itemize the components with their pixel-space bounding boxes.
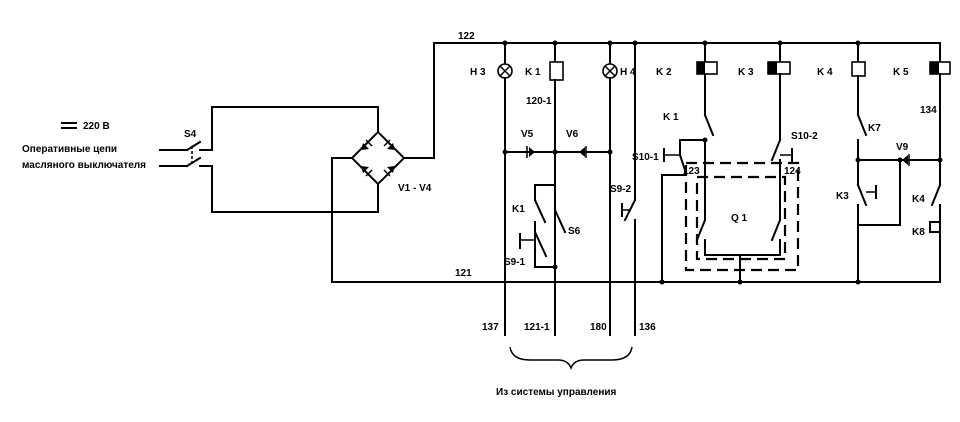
k7-label: K7 bbox=[868, 123, 881, 134]
bridge-rectifier bbox=[350, 130, 406, 186]
k1-contact-label: K1 bbox=[512, 204, 525, 215]
node-180: 180 bbox=[590, 322, 607, 333]
k1-contact-mid-label: K 1 bbox=[663, 112, 679, 123]
h4-label: H 4 bbox=[620, 67, 636, 78]
switch-s4 bbox=[159, 140, 213, 168]
s10-2-label: S10-2 bbox=[791, 131, 818, 142]
power-source-symbol bbox=[61, 122, 77, 129]
k3-coil-label: K 3 bbox=[738, 67, 754, 78]
node-137: 137 bbox=[482, 322, 499, 333]
k2-coil-label: K 2 bbox=[656, 67, 672, 78]
branch-h3 bbox=[497, 40, 513, 336]
node-136: 136 bbox=[639, 322, 656, 333]
input-wires bbox=[211, 106, 379, 213]
branch-k5 bbox=[929, 42, 951, 283]
k8-label: K8 bbox=[912, 227, 925, 238]
k3-k8-link bbox=[857, 159, 901, 226]
node-123: 123 bbox=[683, 166, 700, 177]
s10-switches bbox=[659, 139, 793, 285]
node-122: 122 bbox=[458, 31, 475, 42]
q1-breaker bbox=[684, 161, 800, 285]
h3-label: H 3 bbox=[470, 67, 486, 78]
branch-k2 bbox=[695, 40, 718, 256]
branch-s9-2 bbox=[621, 40, 638, 336]
node-120-1: 120-1 bbox=[526, 96, 552, 107]
k5-coil-label: K 5 bbox=[893, 67, 909, 78]
k1-s6-block bbox=[519, 184, 567, 268]
node-121-1: 121-1 bbox=[524, 322, 550, 333]
diode-row bbox=[504, 146, 613, 158]
k4-coil-label: K 4 bbox=[817, 67, 833, 78]
branch-k1 bbox=[549, 40, 564, 336]
s4-label: S4 bbox=[184, 129, 197, 140]
voltage-label: 220 В bbox=[83, 121, 110, 132]
branch-k4 bbox=[851, 40, 877, 285]
s10-1-label: S10-1 bbox=[632, 152, 659, 163]
bridge-label: V1 - V4 bbox=[398, 183, 432, 194]
curly-brace bbox=[509, 346, 633, 371]
v5-label: V5 bbox=[521, 129, 534, 140]
q1-label: Q 1 bbox=[731, 213, 748, 224]
s6-label: S6 bbox=[568, 226, 581, 237]
branch-h4 bbox=[602, 40, 618, 336]
s9-2-label: S9-2 bbox=[610, 184, 632, 195]
caption-line-1: Оперативные цепи bbox=[22, 144, 117, 155]
k4-contact-label: K4 bbox=[912, 194, 925, 205]
k1-coil-label: K 1 bbox=[525, 67, 541, 78]
junction-dot bbox=[897, 157, 903, 163]
v6-label: V6 bbox=[566, 129, 579, 140]
k3-contact-label: K3 bbox=[836, 191, 849, 202]
node-124: 124 bbox=[784, 166, 801, 177]
v9-label: V9 bbox=[896, 142, 909, 153]
s9-1-label: S9-1 bbox=[504, 257, 526, 268]
caption-line-2: масляного выключателя bbox=[22, 160, 146, 171]
node-134: 134 bbox=[920, 105, 937, 116]
branch-k3 bbox=[767, 40, 791, 256]
node-121: 121 bbox=[455, 268, 472, 279]
footer-caption: Из системы управления bbox=[496, 387, 617, 398]
